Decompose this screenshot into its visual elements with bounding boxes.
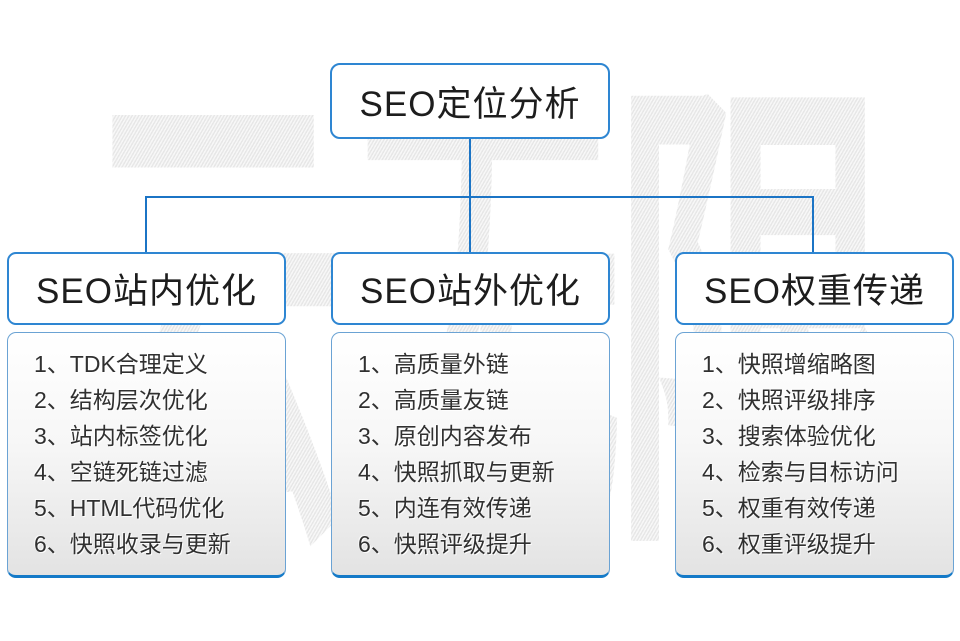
list-item: 6、快照收录与更新 <box>34 531 231 557</box>
branch-header-label: SEO权重传递 <box>704 272 925 311</box>
root-node: SEO定位分析 <box>330 63 610 139</box>
list-item: 3、原创内容发布 <box>358 423 532 449</box>
connector-horizontal-rail <box>145 196 814 198</box>
list-item: 4、空链死链过滤 <box>34 459 208 485</box>
branch-item-list: 1、快照增缩略图 2、快照评级排序 3、搜索体验优化 4、检索与目标访问 5、权重有效传… <box>675 332 954 578</box>
list-item: 4、快照抓取与更新 <box>358 459 555 485</box>
connector-trunk-vertical <box>469 139 471 197</box>
root-node-title: SEO定位分析 <box>359 84 581 124</box>
branch-column: SEO站内优化 1、TDK合理定义 2、结构层次优化 3、站内标签优化 4、空链死链过… <box>7 252 286 578</box>
list-item: 1、快照增缩略图 <box>702 351 876 377</box>
list-item: 1、高质量外链 <box>358 351 509 377</box>
list-item: 2、快照评级排序 <box>702 387 876 413</box>
branch-header-node: SEO站内优化 <box>7 252 286 325</box>
list-item: 6、权重评级提升 <box>702 531 876 557</box>
branch-header-node: SEO权重传递 <box>675 252 954 325</box>
branch-header-label: SEO站内优化 <box>36 272 257 311</box>
branch-column: SEO权重传递 1、快照增缩略图 2、快照评级排序 3、搜索体验优化 4、检索与目标访… <box>675 252 954 578</box>
list-item: 2、高质量友链 <box>358 387 509 413</box>
branch-item-list: 1、TDK合理定义 2、结构层次优化 3、站内标签优化 4、空链死链过滤 5、HTML代… <box>7 332 286 578</box>
list-item: 5、内连有效传递 <box>358 495 532 521</box>
list-item: 5、权重有效传递 <box>702 495 876 521</box>
list-item: 4、检索与目标访问 <box>702 459 899 485</box>
list-item: 5、HTML代码优化 <box>34 495 225 521</box>
connector-drop-left <box>145 196 147 254</box>
branch-header-node: SEO站外优化 <box>331 252 610 325</box>
branch-column: SEO站外优化 1、高质量外链 2、高质量友链 3、原创内容发布 4、快照抓取与更新 5… <box>331 252 610 578</box>
branch-item-list: 1、高质量外链 2、高质量友链 3、原创内容发布 4、快照抓取与更新 5、内连有效传递 6… <box>331 332 610 578</box>
branch-header-label: SEO站外优化 <box>360 272 581 311</box>
connector-drop-middle <box>469 196 471 254</box>
list-item: 3、站内标签优化 <box>34 423 208 449</box>
list-item: 2、结构层次优化 <box>34 387 208 413</box>
list-item: 1、TDK合理定义 <box>34 351 208 377</box>
list-item: 3、搜索体验优化 <box>702 423 876 449</box>
connector-drop-right <box>812 196 814 254</box>
list-item: 6、快照评级提升 <box>358 531 532 557</box>
